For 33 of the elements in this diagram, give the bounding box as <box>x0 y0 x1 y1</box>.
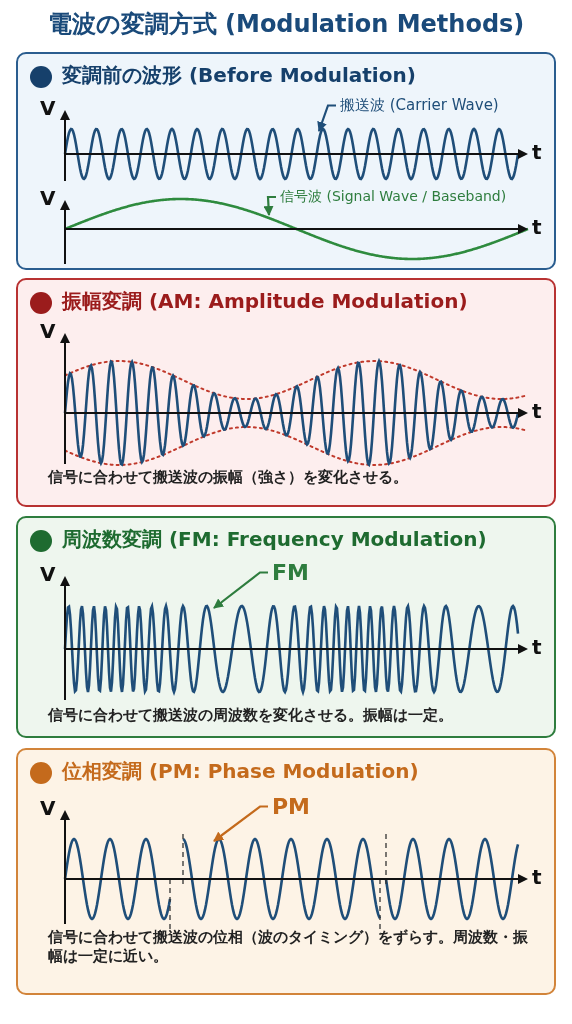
axis-label: t <box>532 140 542 164</box>
axis-label: V <box>40 562 56 586</box>
panel <box>16 516 556 738</box>
fm-waveform <box>63 604 519 694</box>
title: 電波の変調方式 (Modulation Methods) <box>46 9 526 40</box>
arrow <box>263 195 276 217</box>
description: 信号に合わせて搬送波の周波数を変化させる。振幅は一定。 <box>48 706 454 725</box>
axis-label: t <box>532 215 542 239</box>
axis-label: t <box>532 635 542 659</box>
arrow <box>213 571 268 609</box>
description: 信号に合わせて搬送波の位相（波のタイミング）をずらす。周波数・振幅は一定に近い。 <box>48 928 529 966</box>
panel-heading: 周波数変調 (FM: Frequency Modulation) <box>62 526 487 553</box>
pm-waveform <box>63 837 520 921</box>
panel <box>16 278 556 507</box>
axis-label: t <box>532 865 542 889</box>
axis-label: t <box>532 399 542 423</box>
axis-label: V <box>40 319 56 343</box>
panel <box>16 748 556 995</box>
carrier-waveform <box>63 127 520 181</box>
wave-label: 搬送波 (Carrier Wave) <box>340 96 499 115</box>
axis-label: V <box>40 96 56 120</box>
wave-label: 信号波 (Signal Wave / Baseband) <box>280 188 507 206</box>
wave-label: PM <box>272 794 311 819</box>
panel-heading: 振幅変調 (AM: Amplitude Modulation) <box>62 288 468 315</box>
panel-heading: 位相変調 (PM: Phase Modulation) <box>62 758 419 785</box>
panel-heading: 変調前の波形 (Before Modulation) <box>62 62 416 89</box>
axis-label: V <box>40 186 56 210</box>
wave-label: FM <box>272 560 309 585</box>
arrow <box>317 104 336 132</box>
axis-label: V <box>40 796 56 820</box>
panel <box>16 52 556 270</box>
arrow <box>213 805 268 842</box>
description: 信号に合わせて搬送波の振幅（強さ）を変化させる。 <box>48 468 409 487</box>
